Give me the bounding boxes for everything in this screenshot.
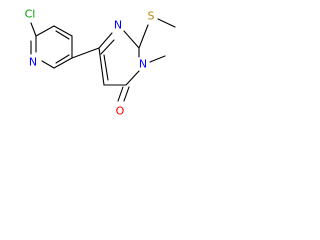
ring-nitrogen-methyl-label: N: [139, 58, 147, 71]
oxygen-atom-label: O: [116, 105, 125, 118]
ring-nitrogen-top-label: N: [114, 19, 122, 32]
bond-lines: [30, 18, 176, 102]
atom-labels: Cl N N N S O: [25, 8, 155, 118]
pyridine-nitrogen-label: N: [29, 56, 37, 69]
chlorine-atom-label: Cl: [25, 8, 36, 21]
sulfur-atom-label: S: [148, 10, 155, 23]
chemical-structure: Cl N N N S O: [25, 8, 176, 118]
